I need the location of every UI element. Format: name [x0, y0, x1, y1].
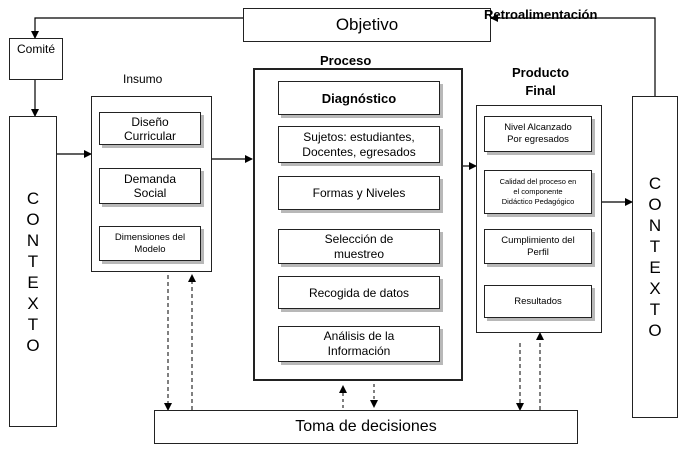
proceso-item-analisis: Análisis de la Información [278, 326, 440, 362]
proceso-title: Proceso [320, 53, 372, 68]
producto-item-calidad: Calidad del proceso en el componente Did… [484, 170, 592, 214]
contexto-right-letter: T [649, 237, 661, 256]
insumo-item-demanda: Demanda Social [99, 168, 201, 204]
producto-item-resultados: Resultados [484, 285, 592, 318]
producto-item-label: Calidad del proceso en el componente Did… [499, 177, 577, 206]
comite-box: Comité [9, 38, 63, 80]
proceso-item-label: Selección de muestreo [324, 231, 394, 261]
retroalimentacion-label: Retroalimentación [484, 7, 598, 22]
insumo-item-diseno: Diseño Curricular [99, 112, 201, 145]
proceso-item-label: Recogida de datos [308, 285, 410, 300]
contexto-right-letter: O [648, 321, 662, 340]
insumo-title: Insumo [123, 72, 163, 86]
contexto-right-letter: E [649, 258, 661, 277]
insumo-item-dimensiones: Dimensiones del Modelo [99, 226, 201, 261]
contexto-left-letter: O [26, 209, 40, 229]
contexto-left-letter: N [26, 230, 40, 250]
proceso-item-recogida: Recogida de datos [278, 276, 440, 309]
proceso-item-formas: Formas y Niveles [278, 176, 440, 210]
producto-item-label: Cumplimiento del Perfil [501, 234, 575, 258]
contexto-left-letter: E [27, 272, 39, 292]
contexto-right-letter: O [648, 195, 662, 214]
producto-item-cumplimiento: Cumplimiento del Perfil [484, 229, 592, 264]
toma-de-decisiones-label: Toma de decisiones [295, 418, 437, 435]
producto-item-label: Nivel Alcanzado Por egresados [504, 122, 572, 145]
proceso-item-label: Diagnóstico [321, 90, 397, 106]
proceso-item-label: Sujetos: estudiantes, Docentes, egresado… [302, 129, 416, 159]
contexto-left-letter: T [27, 251, 39, 271]
producto-item-label: Resultados [514, 296, 562, 307]
contexto-left-letter: C [26, 188, 40, 208]
contexto-left-letter: T [27, 314, 39, 334]
proceso-item-label: Formas y Niveles [312, 186, 406, 200]
toma-de-decisiones-box: Toma de decisiones [154, 410, 578, 444]
contexto-right-letter: X [649, 279, 661, 298]
producto-title: Producto Final [512, 65, 570, 98]
proceso-item-sujetos: Sujetos: estudiantes, Docentes, egresado… [278, 126, 440, 163]
objetivo-label: Objetivo [335, 15, 399, 34]
proceso-item-seleccion: Selección de muestreo [278, 229, 440, 264]
contexto-right-letter: N [648, 216, 662, 235]
contexto-left-letter: X [27, 293, 39, 313]
insumo-item-label: Diseño Curricular [123, 114, 176, 143]
insumo-item-label: Demanda Social [123, 172, 177, 200]
contexto-right-letter: T [649, 300, 661, 319]
contexto-left-letter: O [26, 335, 40, 355]
insumo-item-label: Dimensiones del Modelo [114, 231, 186, 255]
comite-label: Comité [16, 42, 55, 56]
proceso-item-diagnostico: Diagnóstico [278, 81, 440, 115]
objetivo-to-comite-arrow [31, 17, 243, 39]
contexto-right-letter: C [648, 174, 662, 193]
producto-item-nivel: Nivel Alcanzado Por egresados [484, 116, 592, 152]
proceso-item-label: Análisis de la Información [323, 329, 395, 358]
objetivo-box: Objetivo [243, 8, 491, 42]
